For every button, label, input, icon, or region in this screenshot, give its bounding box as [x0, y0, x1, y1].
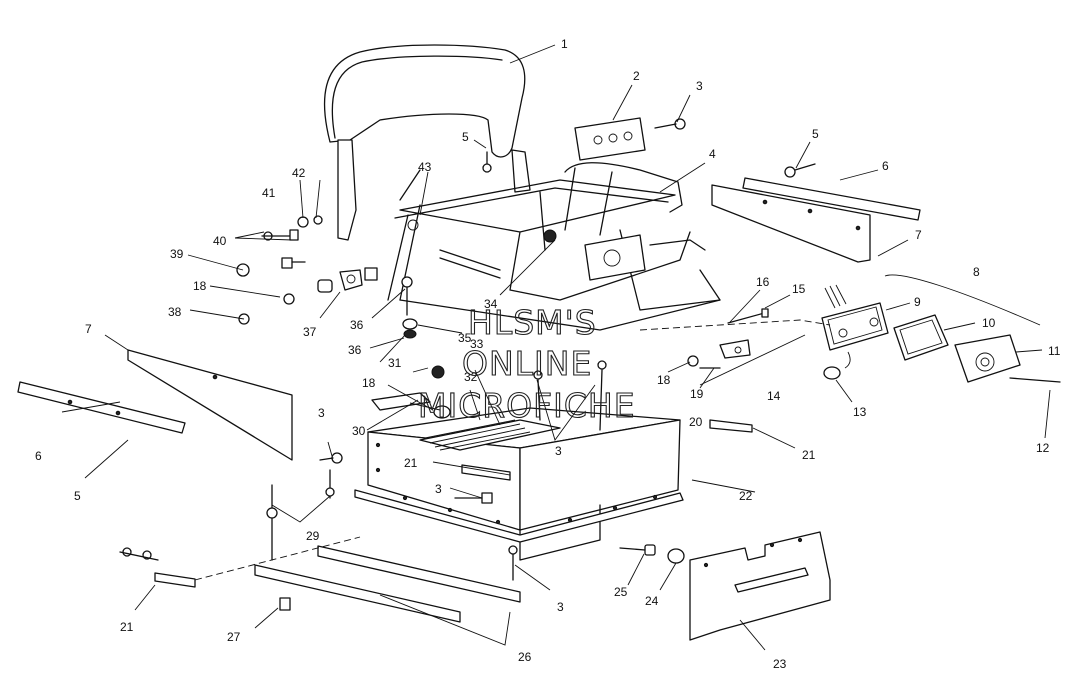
callout-37: 37	[303, 325, 317, 339]
callout-34: 35	[458, 331, 472, 345]
watermark: HLSM'S ONLINE MICROFICHE	[417, 302, 636, 425]
callout-21: 21	[404, 456, 418, 470]
callout-5: 5	[74, 489, 81, 503]
callout-20: 20	[689, 415, 703, 429]
callout-3: 3	[435, 482, 442, 496]
callout-7: 7	[85, 322, 92, 336]
callout-15: 15	[792, 282, 806, 296]
callout-38: 38	[168, 305, 182, 319]
callout-5: 5	[812, 127, 819, 141]
callout-32: 33	[470, 337, 484, 351]
callout-7: 7	[915, 228, 922, 242]
callout-12: 12	[1036, 441, 1050, 455]
mount-hardware	[639, 308, 831, 369]
callout-40: 40	[213, 234, 227, 248]
callout-18: 18	[193, 279, 207, 293]
callout-24: 24	[645, 594, 659, 608]
callout-3: 3	[696, 79, 703, 93]
callout-1: 1	[561, 37, 568, 51]
callout-42: 42	[292, 166, 306, 180]
rack-frame	[387, 162, 721, 331]
callout-33: 34	[484, 297, 498, 311]
callout-31: 32	[464, 370, 478, 384]
mud-flap	[689, 531, 831, 641]
leader-lines	[61, 44, 1051, 651]
callout-14: 14	[767, 389, 781, 403]
callout-25: 25	[614, 585, 628, 599]
callout-21: 21	[802, 448, 816, 462]
callout-22: 22	[739, 489, 753, 503]
callout-5: 5	[462, 130, 469, 144]
callout-3: 3	[557, 600, 564, 614]
taillight-assembly	[821, 274, 1061, 383]
callout-3: 3	[318, 406, 325, 420]
callout-13: 13	[853, 405, 867, 419]
callout-29: 30	[352, 424, 366, 438]
callout-23: 23	[773, 657, 787, 671]
callout-35: 36	[348, 343, 362, 357]
callout-39: 39	[170, 247, 184, 261]
callout-16: 16	[756, 275, 770, 289]
callout-19: 19	[690, 387, 704, 401]
watermark-line-3: MICROFICHE	[418, 386, 636, 425]
callout-43: 43	[418, 160, 432, 174]
watermark-line-1: HLSM'S	[468, 303, 597, 342]
callout-6: 6	[35, 449, 42, 463]
callout-3: 3	[555, 444, 562, 458]
callout-28: 29	[306, 529, 320, 543]
callout-27: 27	[227, 630, 241, 644]
bracket-plate	[574, 117, 646, 161]
callout-6: 6	[882, 159, 889, 173]
callout-labels: 1 2 3 5 4 5 6 7 8 9 10 11 12 13 14 15 16…	[35, 37, 1061, 671]
callout-18: 18	[362, 376, 376, 390]
callout-9: 9	[914, 295, 921, 309]
strips-and-runners	[154, 419, 753, 623]
callout-30: 31	[388, 356, 402, 370]
callout-2: 2	[633, 69, 640, 83]
callout-36: 36	[350, 318, 364, 332]
callout-4: 4	[709, 147, 716, 161]
callout-11: 11	[1048, 344, 1061, 358]
callout-41: 41	[262, 186, 276, 200]
rail-right	[711, 177, 921, 263]
rail-left	[17, 349, 293, 461]
watermark-line-2: ONLINE	[462, 344, 592, 383]
callout-18: 18	[657, 373, 671, 387]
callout-26: 26	[518, 650, 532, 664]
callout-10: 10	[982, 316, 996, 330]
backrest-pad	[323, 44, 531, 241]
callout-21: 21	[120, 620, 134, 634]
callout-8: 8	[973, 265, 980, 279]
storage-box	[354, 392, 684, 561]
